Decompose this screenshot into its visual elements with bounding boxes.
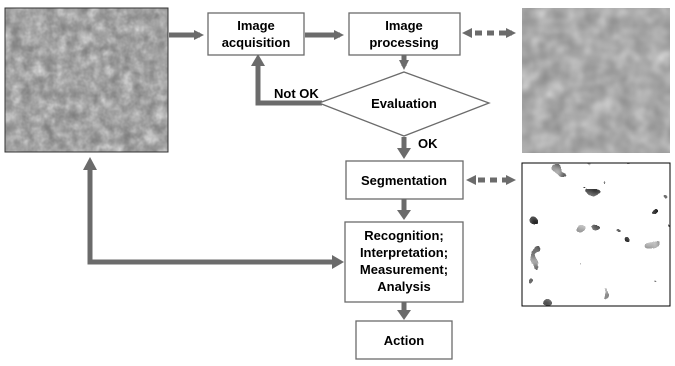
segmented-image <box>521 162 671 307</box>
recognition-label-4: Analysis <box>377 279 430 294</box>
dashed-arrow-tail-processing <box>462 28 472 38</box>
not-ok-label: Not OK <box>274 86 319 101</box>
box-segmentation: Segmentation <box>345 160 464 200</box>
recognition-label-1: Recognition; <box>364 228 443 243</box>
action-label: Action <box>384 333 425 348</box>
box-acquisition: Image acquisition <box>207 12 305 56</box>
box-processing: Image processing <box>348 12 461 56</box>
box-action: Action <box>355 320 453 360</box>
segmentation-label: Segmentation <box>361 173 447 188</box>
ok-label: OK <box>418 136 438 151</box>
connectors <box>83 28 516 320</box>
arrow-feedback <box>87 168 336 265</box>
evaluation-label: Evaluation <box>371 96 437 111</box>
recognition-label-2: Interpretation; <box>360 245 448 260</box>
processing-label-1: Image <box>385 18 423 33</box>
processing-label-2: processing <box>369 35 438 50</box>
recognition-label-3: Measurement; <box>360 262 448 277</box>
arrow-not-ok <box>255 65 322 106</box>
processed-image <box>522 8 670 153</box>
input-image <box>4 7 169 153</box>
acquisition-label-1: Image <box>237 18 275 33</box>
diamond-evaluation: Evaluation <box>317 71 491 137</box>
box-recognition: Recognition; Interpretation; Measurement… <box>344 221 464 303</box>
acquisition-label-2: acquisition <box>222 35 291 50</box>
